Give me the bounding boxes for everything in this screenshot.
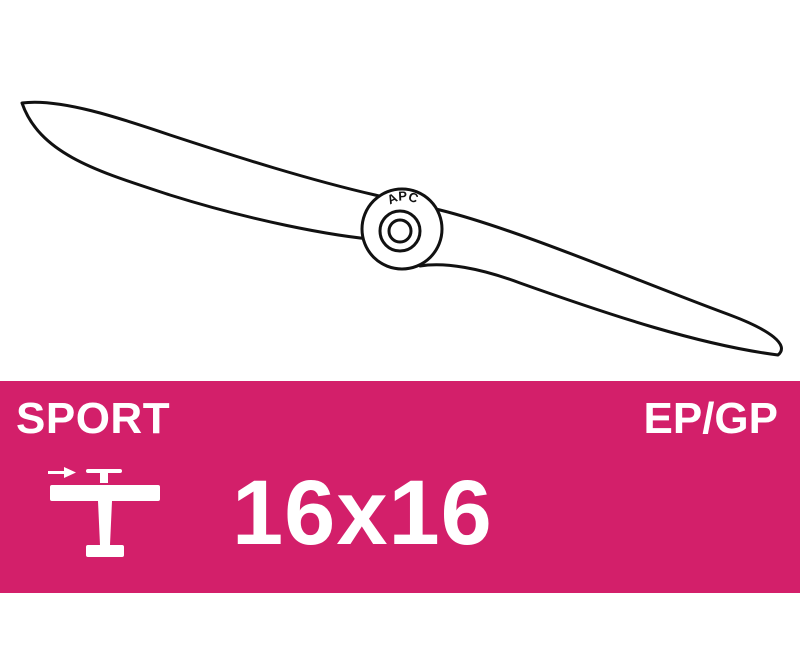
category-label: SPORT (16, 394, 171, 443)
direction-arrow-icon (48, 467, 76, 478)
propeller-icon: APC (20, 100, 783, 357)
fuel-type-label: EP/GP (643, 394, 779, 443)
product-banner: SPORT EP/GP 16x16 (0, 381, 800, 593)
hub-logo-text: APC (385, 188, 421, 207)
airplane-icon (48, 467, 162, 567)
propeller-illustration: APC (20, 100, 783, 357)
hub-bore (387, 218, 413, 244)
propeller-size: 16x16 (232, 462, 493, 564)
